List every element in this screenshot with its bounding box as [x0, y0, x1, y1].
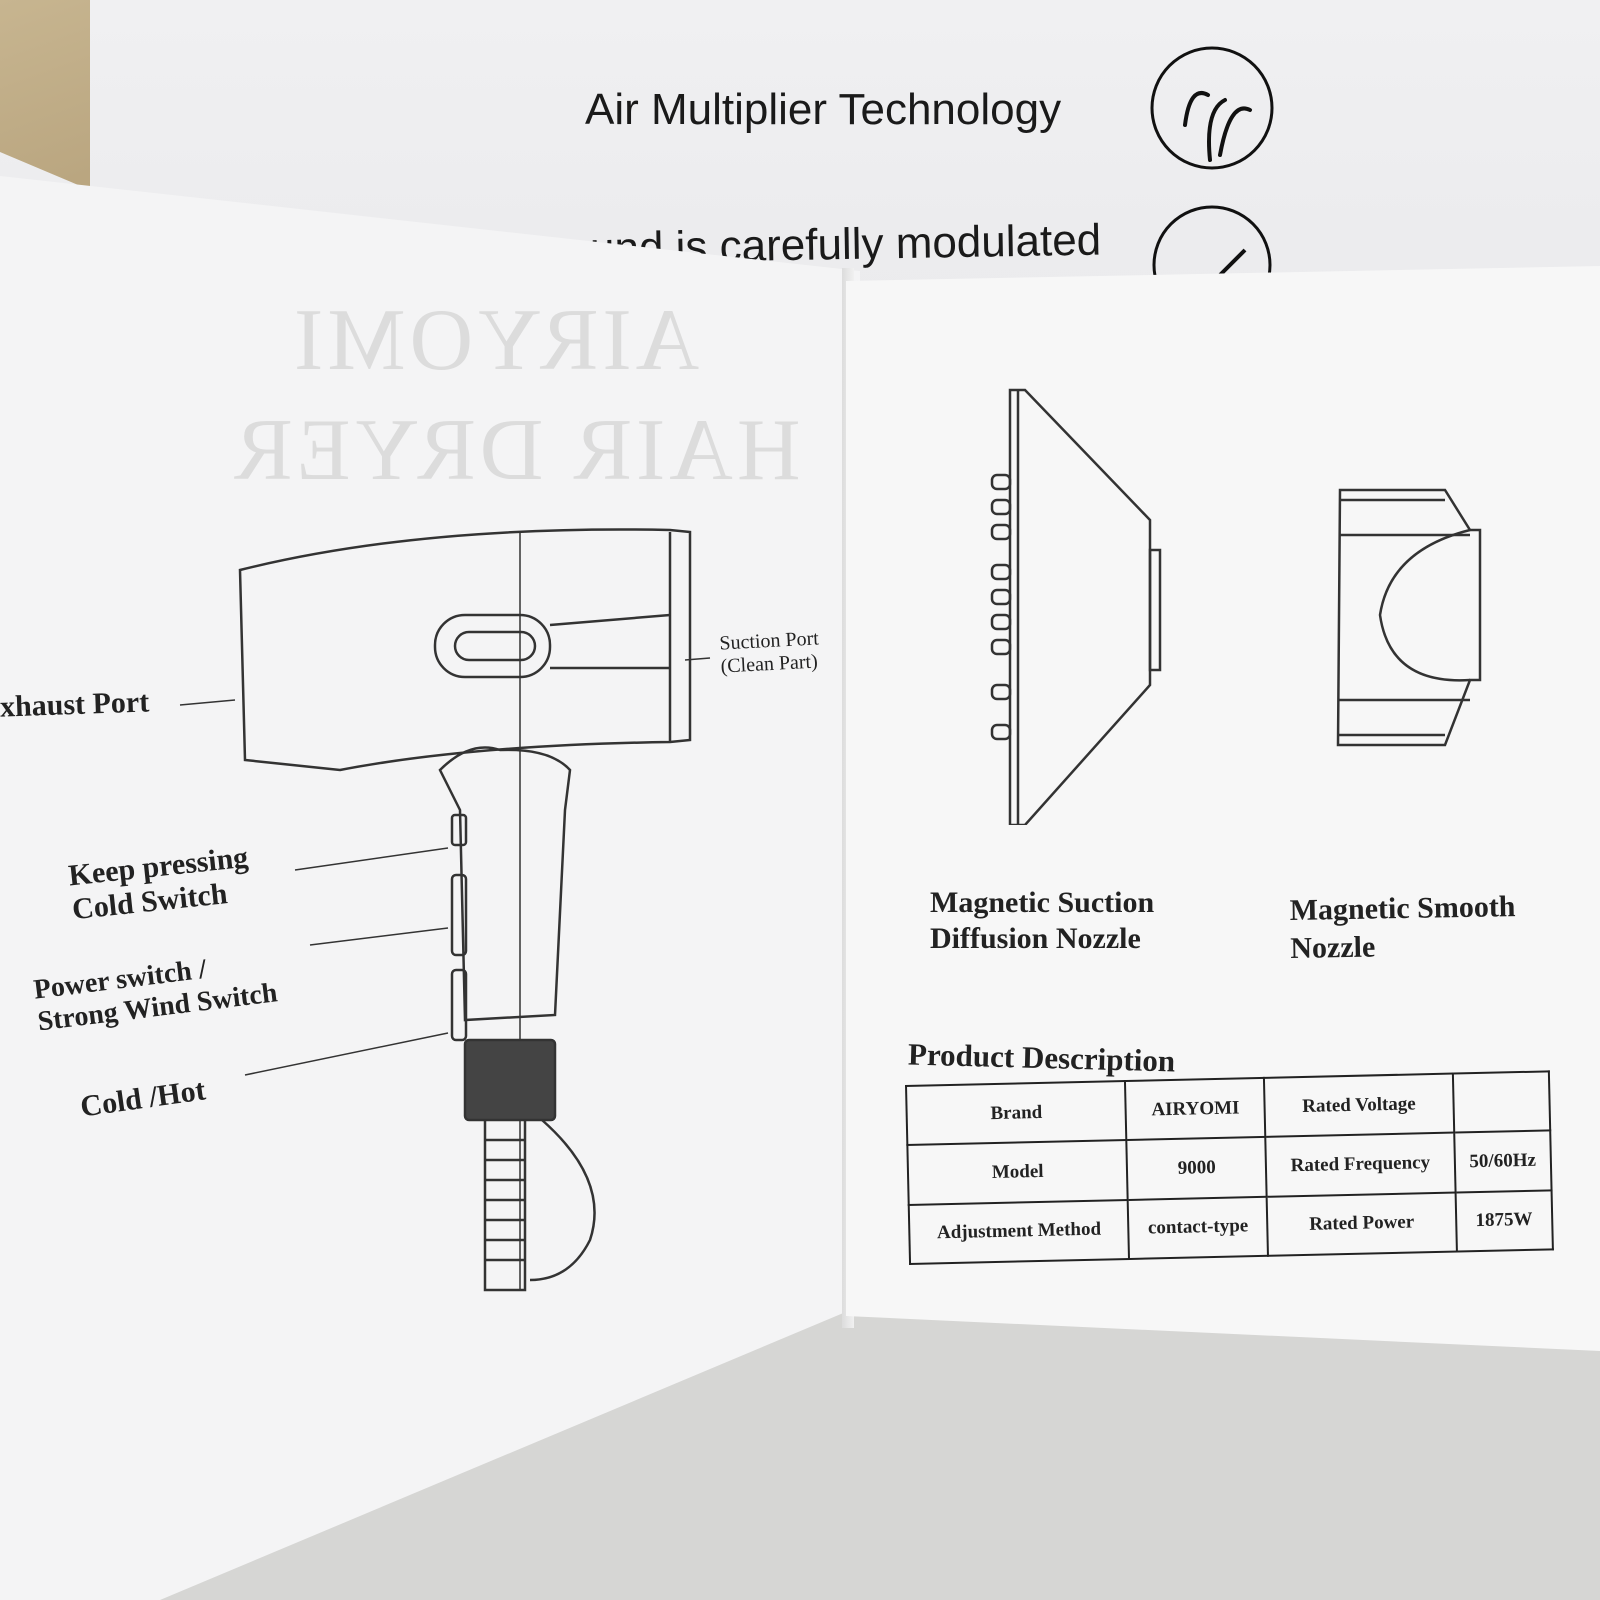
smooth-caption-line2: Nozzle: [1290, 930, 1376, 965]
air-multiplier-text: Air Multiplier Technology: [585, 85, 1062, 134]
diffuser-caption-line1: Magnetic Suction: [930, 886, 1155, 919]
diffuser-caption: Magnetic Suction Diffusion Nozzle: [930, 885, 1154, 957]
table-cell: AIRYOMI: [1125, 1077, 1266, 1141]
right-page: [846, 266, 1600, 1351]
diffuser-nozzle-diagram: [990, 388, 1162, 825]
fountain-icon: [1150, 46, 1274, 300]
smooth-caption: Magnetic Smooth Nozzle: [1289, 888, 1516, 968]
spec-table: Brand AIRYOMI Rated Voltage Model 9000 R…: [905, 1070, 1554, 1265]
callout-lines: [179, 657, 711, 1076]
table-cell: Adjustment Method: [908, 1199, 1130, 1264]
table-cell: Rated Frequency: [1265, 1132, 1456, 1197]
product-description-title: Product Description: [907, 1036, 1176, 1079]
table-cell: 1875W: [1455, 1190, 1553, 1252]
table-cell: Model: [907, 1140, 1129, 1205]
table-cell: 50/60Hz: [1453, 1130, 1552, 1193]
table-cell: Brand: [906, 1081, 1127, 1146]
table-cell: contact-type: [1128, 1196, 1269, 1259]
left-page: [0, 176, 860, 1600]
table-cell: [1452, 1071, 1551, 1133]
label-exhaust-port: xhaust Port: [0, 685, 150, 724]
diffuser-caption-line2: Diffusion Nozzle: [930, 922, 1141, 955]
table-cell: Rated Power: [1266, 1192, 1457, 1256]
table-cell: Rated Voltage: [1264, 1073, 1454, 1138]
table-cell: 9000: [1126, 1137, 1267, 1200]
label-suction-port: Suction Port (Clean Part): [719, 627, 821, 678]
smooth-caption-line1: Magnetic Smooth: [1289, 890, 1516, 927]
smooth-nozzle-diagram: [1336, 488, 1482, 747]
wood-surface: [0, 0, 90, 190]
hair-dryer-diagram: [238, 528, 692, 1292]
